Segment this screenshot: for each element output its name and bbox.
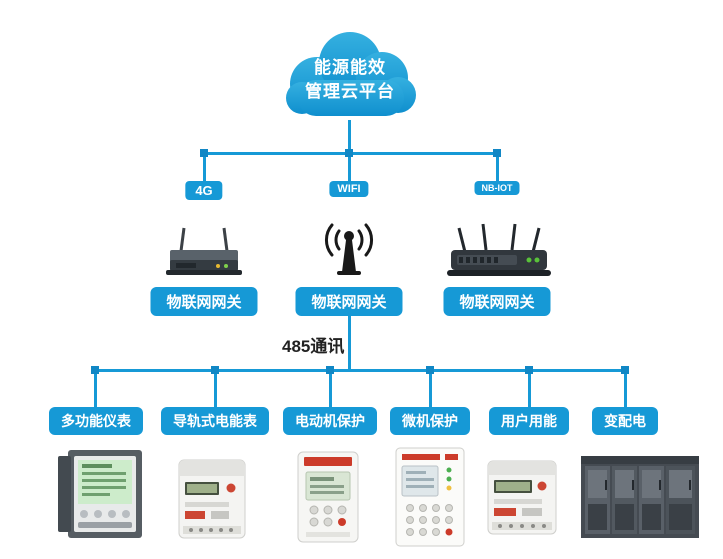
connector-bus-to-4g [203,152,206,182]
din-rail-meter-image [172,456,252,547]
connector-bus-to-device-1 [94,369,97,407]
badge-nbiot: NB-IOT [474,181,520,195]
device-label-multifunction-meter: 多功能仪表 [49,407,143,435]
bus-485-caption: 485通讯 [282,337,345,356]
cloud-title-line1: 能源能效 [314,58,386,77]
junction-node [493,149,501,157]
junction-node [211,366,219,374]
junction-node [200,149,208,157]
router-4g-icon [160,224,248,287]
power-distribution-cabinet-image [579,454,701,547]
connector-bus-to-device-2 [214,369,217,407]
multifunction-meter-image [56,448,144,551]
device-label-motor-protection: 电动机保护 [283,407,377,435]
router-nbiot-icon [443,222,555,289]
user-energy-meter-image [480,458,564,543]
cloud-title: 能源能效 管理云平台 [274,56,426,104]
junction-node [91,366,99,374]
cloud-platform: 能源能效 管理云平台 [274,26,426,128]
junction-node [326,366,334,374]
badge-4g: 4G [185,181,223,200]
connector-bus-to-device-6 [624,369,627,407]
microcomputer-protection-image [393,446,467,553]
motor-protection-image [295,450,361,549]
device-label-power-distribution: 变配电 [592,407,658,435]
connector-gateway-to-485bus [348,314,351,370]
cloud-title-line2: 管理云平台 [305,81,395,101]
connector-bus-to-wifi [348,152,351,182]
wifi-antenna-icon [317,222,381,283]
junction-node [426,366,434,374]
badge-wifi: WIFI [329,181,369,197]
connector-cloud-to-bus [348,120,351,154]
cloud-icon [286,32,416,116]
gateway-label-wifi: 物联网网关 [295,287,403,316]
device-label-micro-protection: 微机保护 [390,407,470,435]
junction-node [621,366,629,374]
device-label-user-energy: 用户用能 [489,407,569,435]
connector-bus-to-device-4 [429,369,432,407]
connector-bus-to-nbiot [496,152,499,182]
device-label-din-rail-meter: 导轨式电能表 [161,407,269,435]
gateway-label-nbiot: 物联网网关 [443,287,551,316]
junction-node [525,366,533,374]
gateway-label-4g: 物联网网关 [150,287,258,316]
junction-node [345,149,353,157]
rs485-bus-line [95,369,627,372]
connector-bus-to-device-5 [528,369,531,407]
connector-bus-to-device-3 [329,369,332,407]
